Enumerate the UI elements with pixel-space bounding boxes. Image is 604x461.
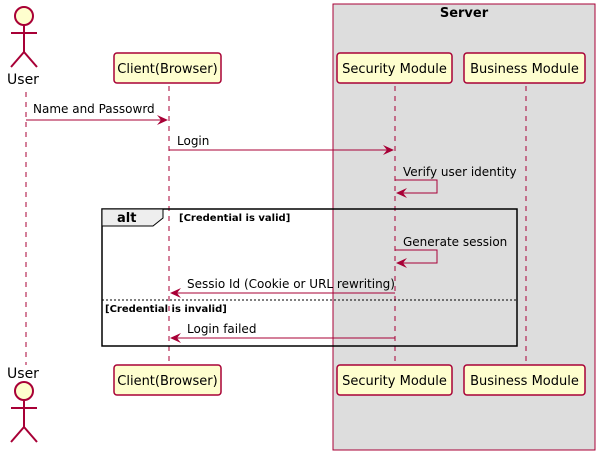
alt-frame-box [101,208,518,347]
user-actor-label: User [7,366,39,382]
alt-else-condition: [Credential is invalid] [105,304,227,315]
business-participant-label: Business Module [470,62,579,77]
message-verify-identity: Verify user identity [395,165,517,198]
lifelines [25,86,527,365]
actor-icon [10,381,38,443]
user-actor-label: User [7,72,39,88]
alt-keyword: alt [117,211,136,226]
participant-box [336,364,453,396]
participant-box [336,52,453,84]
arrowhead [396,258,407,268]
message-session-id: Sessio Id (Cookie or URL rewriting) [170,277,395,298]
alt-header-tab [101,208,164,227]
arrowhead [396,188,407,198]
business-participant-bottom: Business Module [463,364,586,396]
client-participant-label: Client(Browser) [117,374,217,389]
participant-box [463,364,586,396]
arrowhead [383,145,394,155]
message-generate-session: Generate session [395,235,507,268]
message-name-and-password: Name and Passowrd [26,102,168,125]
message-label: Verify user identity [403,165,517,179]
client-participant-bottom: Client(Browser) [113,364,222,396]
client-participant-top: Client(Browser) [113,52,222,84]
message-label: Generate session [403,235,507,249]
security-participant-bottom: Security Module [336,364,453,396]
arrowhead [157,115,168,125]
message-label: Login [177,134,209,148]
user-actor-top: User [7,6,39,88]
business-participant-top: Business Module [463,52,586,84]
message-login: Login [169,134,394,155]
user-actor-bottom: User [7,366,39,443]
security-participant-label: Security Module [342,62,447,77]
arrowhead [170,333,181,343]
alt-condition: [Credential is valid] [179,213,290,224]
participant-box [463,52,586,84]
client-participant-label: Client(Browser) [117,62,217,77]
message-label: Sessio Id (Cookie or URL rewriting) [187,277,395,291]
arrowhead [170,288,181,298]
actor-icon [10,6,38,68]
security-participant-label: Security Module [342,374,447,389]
message-label: Name and Passowrd [33,102,155,116]
message-label: Login failed [187,322,256,336]
message-login-failed: Login failed [170,322,395,343]
participant-box [113,52,222,84]
business-participant-label: Business Module [470,374,579,389]
server-group-title: Server [440,6,489,21]
participant-box [113,364,222,396]
alt-frame: alt [Credential is valid] [Credential is… [101,208,518,347]
security-participant-top: Security Module [336,52,453,84]
